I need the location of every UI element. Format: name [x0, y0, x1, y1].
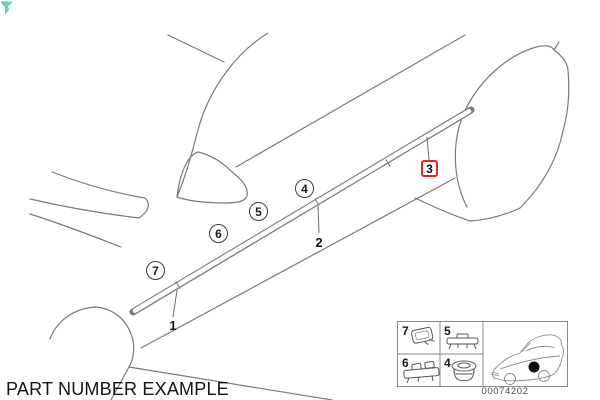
leader-line-1	[172, 289, 178, 318]
hood-crease-line	[167, 34, 225, 63]
callout-2[interactable]: 2	[315, 234, 323, 250]
strip-joint-mark	[385, 159, 391, 167]
rocker-bottom-line	[128, 366, 333, 400]
strip-joint-mark	[314, 198, 320, 206]
rear-arch-fork-line	[553, 41, 560, 51]
legend-grid-art	[398, 322, 564, 386]
leader-line-2	[317, 205, 320, 234]
car-location-thumbnail	[490, 334, 564, 385]
rear-wheel-arch-right	[519, 49, 570, 209]
teal-cursor-icon	[1, 1, 13, 15]
side-mirror-outline	[176, 151, 248, 204]
rear-lower-line	[414, 197, 471, 222]
legend-cell-label-4[interactable]: 4	[444, 356, 451, 370]
front-bumper-line	[29, 213, 122, 248]
moulding-clamp-icon	[446, 333, 479, 350]
callout-7[interactable]: 7	[146, 261, 165, 280]
page-title: PART NUMBER EXAMPLE	[6, 379, 229, 399]
moulding-clip-icon	[411, 326, 435, 346]
belt-line	[235, 34, 466, 168]
leader-line-3	[426, 136, 430, 161]
moulding-bracket-icon	[403, 361, 440, 384]
a-pillar-line	[176, 32, 269, 198]
callout-5[interactable]: 5	[249, 202, 268, 221]
legend-cell-label-7[interactable]: 7	[402, 324, 409, 338]
door-bottom-line	[140, 177, 456, 349]
legend-cell-label-6[interactable]: 6	[402, 356, 409, 370]
part-location-dot	[528, 361, 540, 373]
side-moulding-strip	[129, 106, 475, 316]
rear-rocker-line	[469, 207, 521, 222]
callout-6[interactable]: 6	[209, 224, 228, 243]
callout-3-highlighted[interactable]: 3	[421, 160, 438, 177]
hardware-legend-panel: 7 5 6 4	[397, 321, 568, 387]
front-lower-line	[110, 366, 130, 400]
legend-cell-label-5[interactable]: 5	[444, 324, 451, 338]
grommet-icon	[451, 360, 477, 381]
front-fender-line	[29, 171, 149, 219]
callout-1[interactable]: 1	[169, 317, 177, 333]
front-wheel-arch	[49, 306, 135, 368]
strip-joint-mark	[175, 281, 181, 289]
callout-4[interactable]: 4	[295, 179, 314, 198]
rear-wheel-arch-left	[454, 45, 555, 208]
drawing-number: 00074202	[481, 386, 529, 397]
